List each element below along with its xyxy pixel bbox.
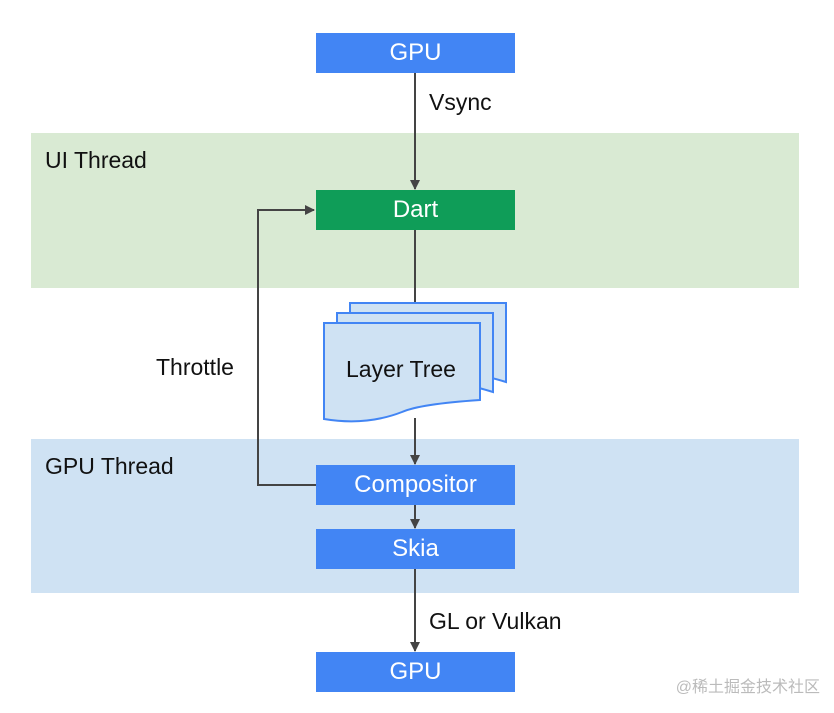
- throttle-arrow: [257, 205, 316, 486]
- gpu-bottom-node: GPU: [316, 652, 515, 692]
- compositor-node: Compositor: [316, 465, 515, 505]
- layer-tree-stack: [323, 302, 507, 423]
- watermark: @稀土掘金技术社区: [675, 679, 820, 696]
- gpu-thread-label: GPU Thread: [45, 453, 174, 479]
- skia-node: Skia: [316, 529, 515, 569]
- layer-tree-label: Layer Tree: [346, 356, 456, 382]
- throttle-label: Throttle: [156, 354, 234, 380]
- gl-or-vulkan-label: GL or Vulkan: [429, 608, 562, 634]
- ui-thread-label: UI Thread: [45, 147, 147, 173]
- gpu-top-node: GPU: [316, 33, 515, 73]
- vsync-label: Vsync: [429, 89, 492, 115]
- dart-node: Dart: [316, 190, 515, 230]
